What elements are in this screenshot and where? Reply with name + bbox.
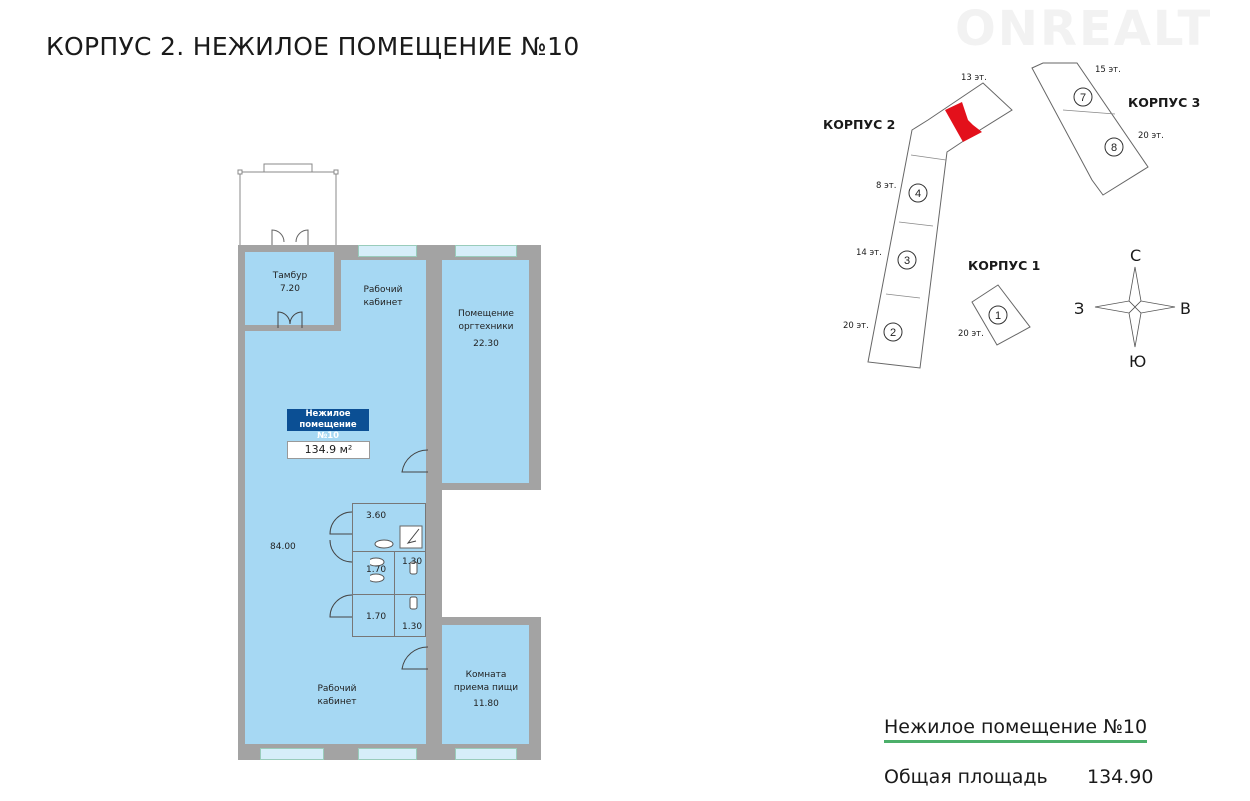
compass-west: З	[1074, 299, 1085, 318]
section-2-marker	[883, 322, 903, 342]
room-orgtech[interactable]	[442, 260, 529, 483]
fixtures	[370, 525, 423, 610]
bath-area-label: 3.60	[366, 511, 387, 521]
section-3-marker	[897, 250, 917, 270]
outside-area	[442, 490, 542, 617]
room-office-top[interactable]	[341, 260, 426, 340]
wc-area-label: 1.70	[366, 565, 387, 575]
wc-area-label: 1.30	[402, 557, 423, 567]
divider	[352, 551, 426, 552]
unit-area-badge: 134.9 м²	[287, 441, 370, 459]
door-icon	[277, 311, 303, 328]
watermark-logo: ONREALT	[955, 4, 1213, 54]
room-kitchen[interactable]	[442, 625, 529, 744]
section-number: 8	[1111, 142, 1117, 154]
section-4-marker	[908, 183, 928, 203]
section-number: 4	[915, 188, 921, 200]
page-title: КОРПУС 2. НЕЖИЛОЕ ПОМЕЩЕНИЕ №10	[46, 32, 580, 61]
highlighted-unit	[945, 102, 982, 142]
main-area-label: 84.00	[270, 542, 296, 552]
floors-label: 13 эт.	[961, 73, 987, 83]
floors-label: 20 эт.	[958, 329, 984, 339]
compass-south: Ю	[1129, 352, 1147, 371]
total-area-label: Общая площадь	[884, 766, 1048, 788]
korpus-3-label: КОРПУС 3	[1128, 95, 1201, 110]
sink-icon	[374, 539, 394, 549]
wc-area-label: 1.30	[402, 622, 423, 632]
floors-label: 20 эт.	[843, 321, 869, 331]
korpus-2-label: КОРПУС 2	[823, 117, 896, 132]
section-number: 7	[1080, 92, 1086, 104]
floors-label: 15 эт.	[1095, 65, 1121, 75]
window	[358, 245, 417, 257]
floors-label: 8 эт.	[876, 181, 897, 191]
building-korpus-3	[1031, 62, 1149, 196]
korpus-1-label: КОРПУС 1	[968, 258, 1041, 273]
section-number: 2	[890, 327, 896, 339]
door-icon	[401, 449, 429, 473]
site-map: 7 8 4 3 2 1	[867, 62, 1176, 369]
door-icon	[401, 646, 429, 670]
door-icons	[329, 511, 353, 618]
window	[455, 748, 517, 760]
building-korpus-2	[867, 82, 1013, 369]
room-tambur[interactable]	[245, 252, 334, 325]
section-8-marker	[1104, 137, 1124, 157]
floors-label: 14 эт.	[856, 248, 882, 258]
section-1-marker	[988, 305, 1008, 325]
vestibule-outline	[237, 163, 339, 247]
compass-icon	[1094, 266, 1176, 348]
bathroom-block	[352, 503, 426, 637]
section-7-marker	[1073, 87, 1093, 107]
total-area-value: 134.90	[1087, 766, 1154, 788]
divider	[394, 552, 395, 636]
room-main[interactable]	[245, 331, 426, 744]
compass-north: С	[1130, 246, 1142, 265]
summary-title: Нежилое помещение №10	[884, 716, 1148, 743]
floors-label: 20 эт.	[1138, 131, 1164, 141]
window	[358, 748, 417, 760]
wc-area-label: 1.70	[366, 612, 387, 622]
window	[260, 748, 324, 760]
section-number: 1	[995, 310, 1001, 322]
window	[455, 245, 517, 257]
compass-east: В	[1180, 299, 1191, 318]
section-number: 3	[904, 255, 910, 267]
divider	[352, 594, 426, 595]
